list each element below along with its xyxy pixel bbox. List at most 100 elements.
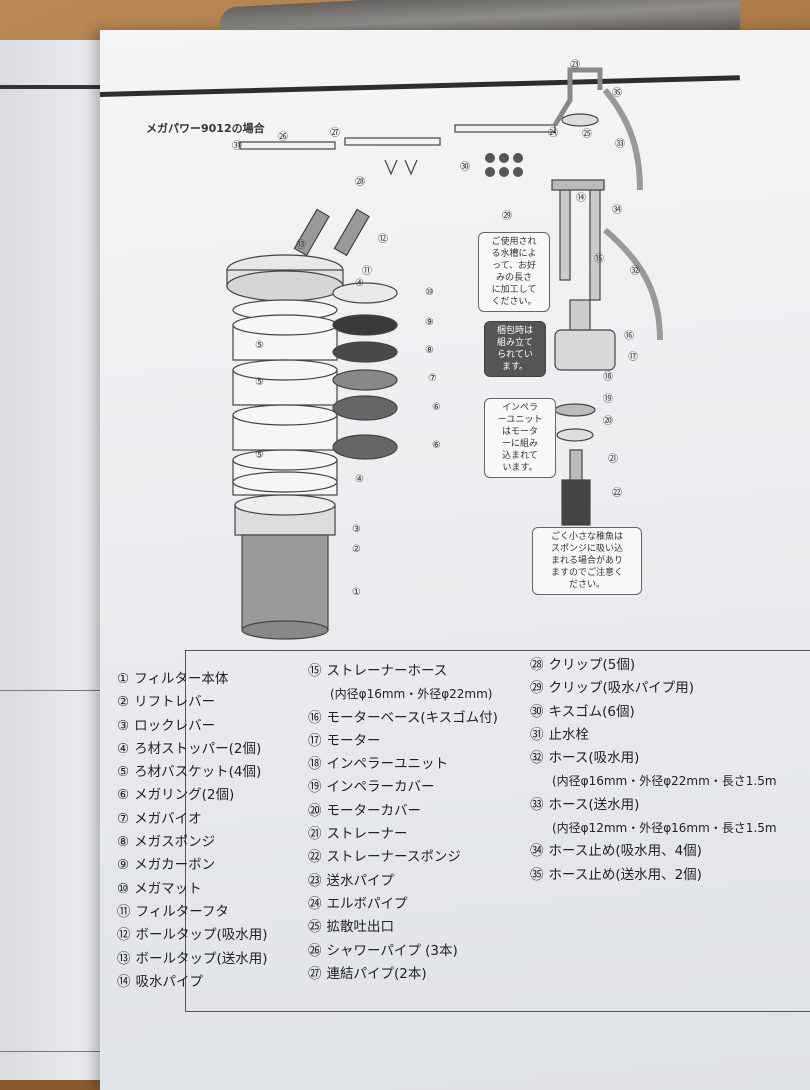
diagram-label-28: ㉘ xyxy=(355,177,365,188)
legend-text: クリップ(5個) xyxy=(548,657,636,673)
legend-text: 連結パイプ(2本) xyxy=(326,965,427,982)
manual-page: メガパワー9012の場合 xyxy=(99,30,810,1090)
legend-text: ボールタップ(送水用) xyxy=(135,950,268,967)
legend-number: ④ xyxy=(117,740,130,757)
legend-number: ㉓ xyxy=(308,872,322,889)
legend-number: ② xyxy=(117,694,130,711)
legend-number: ㉑ xyxy=(308,826,322,843)
callout-assembled: 梱包時は 組み立て られてい ます。 xyxy=(484,321,546,377)
left-page-bar xyxy=(0,85,110,89)
exploded-diagram xyxy=(226,67,663,640)
section-title: メガパワー9012の場合 xyxy=(146,122,265,135)
legend-number: ⑪ xyxy=(117,903,131,920)
legend-text: ホース止め(送水用、2個) xyxy=(548,866,702,883)
legend-text: クリップ(吸水パイプ用) xyxy=(548,680,695,697)
legend-number: ㉔ xyxy=(308,895,322,912)
diagram-label-14: ⑭ xyxy=(576,193,586,204)
legend-number: ⑰ xyxy=(308,732,322,749)
legend-text: ろ材バスケット(4個) xyxy=(134,764,262,781)
legend-text: ストレーナースポンジ xyxy=(326,849,461,866)
legend-number: ③ xyxy=(117,717,130,734)
legend-text: モーター xyxy=(326,732,381,749)
legend-text: ホース(送水用) xyxy=(548,796,640,813)
legend-text: メガリング(2個) xyxy=(134,787,235,804)
legend-text: ストレーナー xyxy=(326,826,408,843)
callout-impeller: インペラ ーユニット はモータ ーに組み 込まれて います。 xyxy=(484,398,556,478)
legend-text: キスゴム(6個) xyxy=(548,703,635,720)
diagram-label-33: ㉝ xyxy=(615,139,625,150)
diagram-label-29: ㉙ xyxy=(502,211,512,222)
diagram-label-21: ㉑ xyxy=(608,454,618,465)
legend-text: ホース(吸水用) xyxy=(548,750,640,767)
diagram-label-25: ㉕ xyxy=(582,129,592,140)
diagram-label-26: ㉖ xyxy=(278,132,288,143)
diagram-label-3: ③ xyxy=(352,524,361,535)
legend-text: ホース止め(吸水用、4個) xyxy=(548,843,702,860)
diagram-label-13: ⑬ xyxy=(296,240,306,251)
diagram-label-19: ⑲ xyxy=(603,394,613,405)
legend-text: ろ材ストッパー(2個) xyxy=(134,740,262,757)
legend-number: ㉒ xyxy=(308,849,322,866)
parts-legend xyxy=(185,650,810,1012)
legend-number: ⑦ xyxy=(117,810,130,827)
legend-spec: (内径φ16mm・外径φ22mm・長さ1.5m xyxy=(552,774,777,789)
diagram-label-6a: ⑥ xyxy=(432,402,441,413)
legend-text: 止水栓 xyxy=(548,726,590,743)
legend-text: 拡散吐出口 xyxy=(326,919,395,936)
legend-text: メガスポンジ xyxy=(134,834,216,851)
legend-text: リフトレバー xyxy=(134,694,216,711)
diagram-label-23: ㉓ xyxy=(570,60,580,71)
legend-number: ⑳ xyxy=(308,802,322,819)
diagram-label-2: ② xyxy=(352,544,361,555)
diagram-label-12: ⑫ xyxy=(378,234,388,245)
legend-number: ⑲ xyxy=(308,779,322,796)
diagram-label-31: ㉛ xyxy=(232,141,242,152)
legend-text: 送水パイプ xyxy=(326,872,395,889)
legend-number: ⑬ xyxy=(117,950,131,967)
diagram-label-1: ① xyxy=(352,587,361,598)
legend-text: ロックレバー xyxy=(134,717,216,734)
legend-number: ㉙ xyxy=(530,680,544,697)
diagram-label-5a: ⑤ xyxy=(255,340,264,351)
diagram-label-4a: ④ xyxy=(355,278,364,289)
legend-text: インペラーカバー xyxy=(326,779,435,796)
legend-text: モーターカバー xyxy=(326,802,422,819)
legend-number: ⑥ xyxy=(117,787,130,804)
diagram-label-9: ⑨ xyxy=(425,317,434,328)
legend-spec: (内径φ12mm・外径φ16mm・長さ1.5m xyxy=(552,821,777,836)
legend-text: ストレーナーホース xyxy=(326,663,448,679)
legend-number: ⑧ xyxy=(117,834,130,851)
diagram-label-4b: ④ xyxy=(355,474,364,485)
diagram-label-20: ⑳ xyxy=(603,416,613,427)
diagram-label-5c: ⑤ xyxy=(255,450,264,461)
legend-number: ㉚ xyxy=(530,703,544,720)
legend-number: ⑯ xyxy=(308,709,322,726)
diagram-label-32: ㉜ xyxy=(630,266,640,277)
legend-number: ㉟ xyxy=(530,866,544,883)
left-page-box xyxy=(0,690,106,1052)
